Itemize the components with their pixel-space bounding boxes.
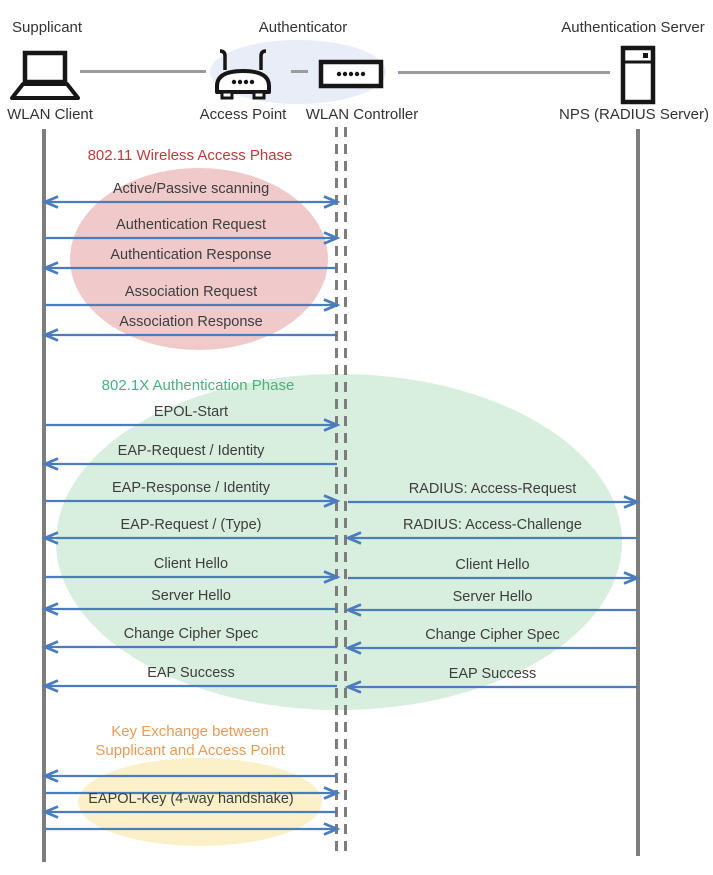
phase1-title: 802.11 Wireless Access Phase [87, 147, 293, 164]
server-icon [620, 45, 656, 105]
message-label: Authentication Request [116, 217, 266, 233]
message-label: Client Hello [455, 557, 530, 573]
phase3-title-line2: Supplicant and Access Point [95, 742, 285, 759]
message-arrow [41, 769, 337, 783]
actor-role-authentication-server: Authentication Server [561, 19, 705, 36]
message-label: RADIUS: Access-Request [408, 481, 577, 497]
message-arrow [41, 531, 337, 545]
message-arrow [41, 457, 337, 471]
wlan-controller-icon [318, 59, 384, 89]
lifeline-controller-dashed-left [335, 127, 338, 853]
message-arrow [344, 680, 637, 694]
lifeline-controller-dashed-right [344, 127, 347, 853]
message-arrow [41, 328, 337, 342]
message-label: Association Response [119, 314, 263, 330]
phase3-title-line1: Key Exchange between [111, 723, 269, 740]
device-label-nps-radius-server: NPS (RADIUS Server) [558, 106, 710, 123]
message-label: Server Hello [452, 589, 533, 605]
message-arrow [45, 822, 341, 836]
phase1-ellipse [70, 168, 328, 350]
message-label: EAPOL-Key (4-way handshake) [88, 791, 294, 807]
message-label: EAP Success [448, 666, 537, 682]
message-arrow [45, 231, 341, 245]
message-arrow [45, 298, 341, 312]
phase3-ellipse [78, 758, 322, 846]
connector-controller-to-server [398, 71, 610, 74]
lifeline-wlan-client [42, 129, 46, 862]
message-label: Active/Passive scanning [112, 181, 270, 197]
actor-role-authenticator: Authenticator [258, 19, 348, 36]
message-label: RADIUS: Access-Challenge [403, 517, 582, 533]
message-arrow [45, 570, 341, 584]
message-label: Client Hello [153, 556, 229, 572]
message-arrow [41, 261, 337, 275]
message-arrow [344, 603, 637, 617]
message-arrow [41, 679, 337, 693]
message-label: Association Request [124, 284, 258, 300]
message-arrow [45, 418, 341, 432]
message-arrow [41, 602, 337, 616]
message-arrow [41, 195, 341, 209]
message-label: EAP Success [147, 665, 235, 681]
connector-client-to-ap [80, 70, 206, 73]
message-label: EPOL-Start [153, 404, 229, 420]
message-arrow [348, 571, 641, 585]
device-label-wlan-client: WLAN Client [7, 106, 93, 123]
message-label: Server Hello [151, 588, 231, 604]
phase2-title: 802.1X Authentication Phase [101, 377, 295, 394]
message-label: Change Cipher Spec [425, 627, 560, 643]
message-label: EAP-Response / Identity [112, 480, 270, 496]
device-label-wlan-controller: WLAN Controller [305, 106, 419, 123]
message-arrow [344, 531, 637, 545]
message-arrow [348, 495, 641, 509]
message-arrow [41, 805, 337, 819]
message-label: EAP-Request / Identity [117, 443, 265, 459]
message-arrow [41, 640, 337, 654]
message-arrow [45, 786, 341, 800]
message-arrow [344, 641, 637, 655]
phase3-title: Key Exchange between Supplicant and Acce… [40, 722, 340, 760]
laptop-icon [10, 50, 80, 100]
message-label: EAP-Request / (Type) [120, 517, 262, 533]
connector-ap-to-controller [291, 70, 308, 73]
access-point-icon [215, 49, 271, 100]
message-arrow [45, 494, 341, 508]
message-label: Authentication Response [110, 247, 272, 263]
actor-role-supplicant: Supplicant [12, 19, 83, 36]
lifeline-radius-server [636, 129, 640, 856]
phase2-ellipse [56, 374, 622, 710]
message-label: Change Cipher Spec [123, 626, 259, 642]
device-label-access-point: Access Point [199, 106, 287, 123]
